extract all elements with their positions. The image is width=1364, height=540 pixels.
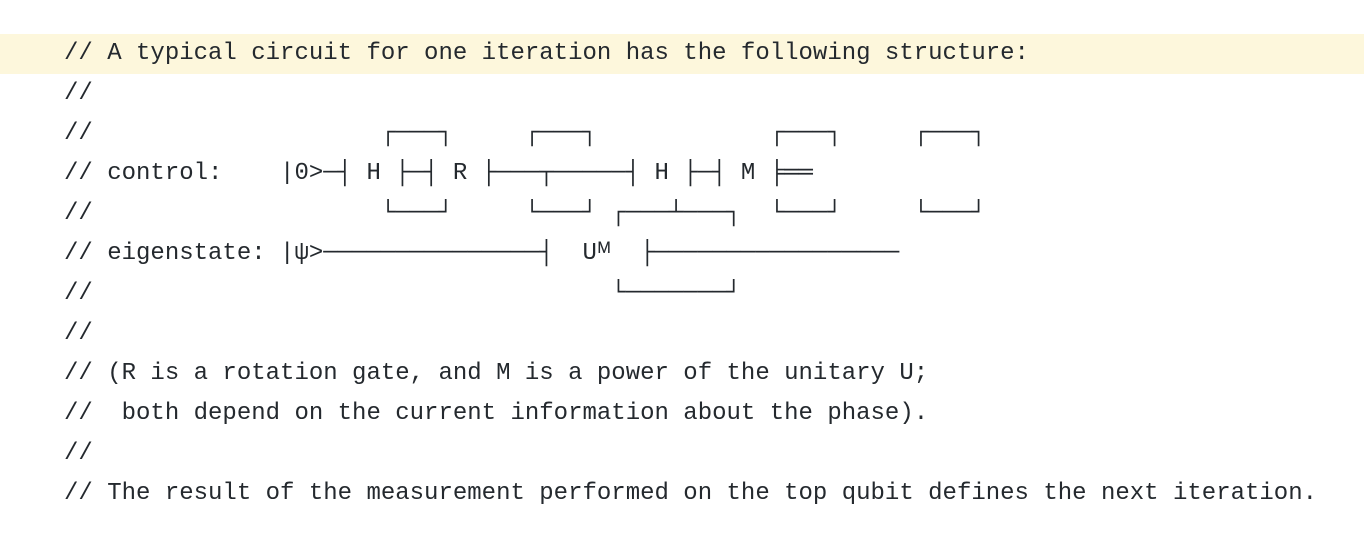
code-line-11[interactable]: // xyxy=(0,434,1364,474)
code-line-3[interactable]: // ┌───┐ ┌───┐ ┌───┐ ┌───┐ xyxy=(0,114,1364,154)
comment-text: // └───────┘ xyxy=(64,280,741,307)
comment-text: // (R is a rotation gate, and M is a pow… xyxy=(64,360,929,387)
comment-text: // xyxy=(64,80,93,107)
comment-text: // xyxy=(64,440,93,467)
comment-text: // A typical circuit for one iteration h… xyxy=(64,40,1029,67)
code-line-4[interactable]: // control: |0>─┤ H ├─┤ R ├───┬─────┤ H … xyxy=(0,154,1364,194)
code-line-7[interactable]: // └───────┘ xyxy=(0,274,1364,314)
comment-text: // ┌───┐ ┌───┐ ┌───┐ ┌───┐ xyxy=(64,120,986,147)
code-line-5[interactable]: // └───┘ └───┘ ┌───┴───┐ └───┘ └───┘ xyxy=(0,194,1364,234)
comment-text: // The result of the measurement perform… xyxy=(64,480,1318,507)
comment-text: // eigenstate: |ψ>───────────────┤ Uᴹ ├─… xyxy=(64,240,900,267)
code-line-9[interactable]: // (R is a rotation gate, and M is a pow… xyxy=(0,354,1364,394)
code-line-6[interactable]: // eigenstate: |ψ>───────────────┤ Uᴹ ├─… xyxy=(0,234,1364,274)
code-line-10[interactable]: // both depend on the current informatio… xyxy=(0,394,1364,434)
code-line-1[interactable]: // A typical circuit for one iteration h… xyxy=(0,34,1364,74)
code-line-8[interactable]: // xyxy=(0,314,1364,354)
comment-text: // control: |0>─┤ H ├─┤ R ├───┬─────┤ H … xyxy=(64,160,813,187)
code-line-2[interactable]: // xyxy=(0,74,1364,114)
code-line-12[interactable]: // The result of the measurement perform… xyxy=(0,474,1364,514)
comment-text: // both depend on the current informatio… xyxy=(64,400,929,427)
comment-text: // └───┘ └───┘ ┌───┴───┐ └───┘ └───┘ xyxy=(64,200,986,227)
comment-text: // xyxy=(64,320,93,347)
